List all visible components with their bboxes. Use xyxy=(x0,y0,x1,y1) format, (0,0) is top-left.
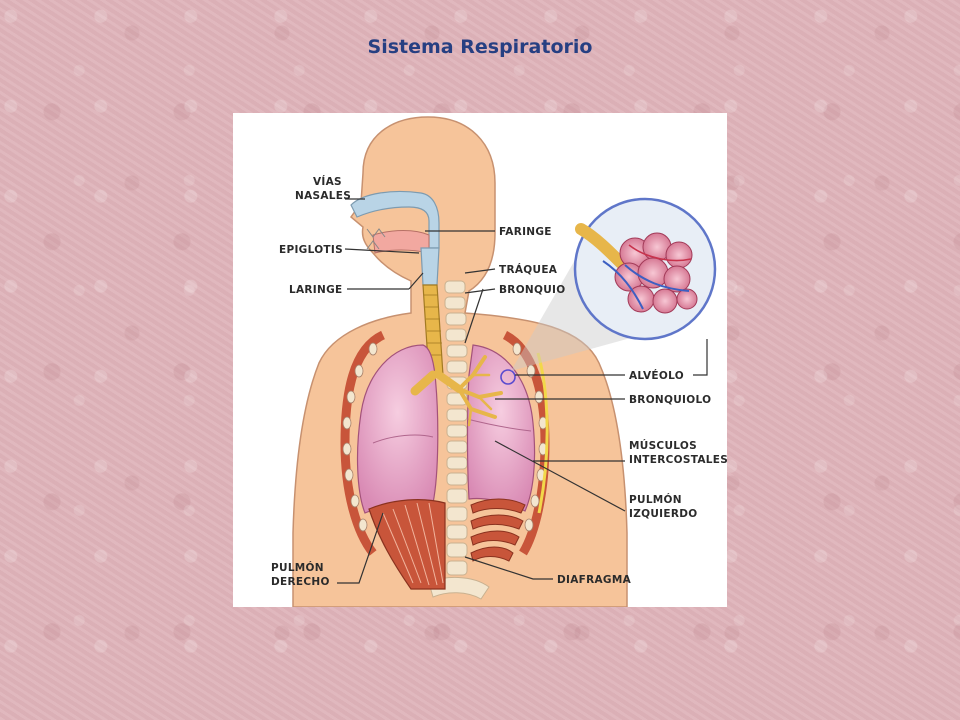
intercostal-muscles-right xyxy=(470,498,526,562)
label-bronquiolo: BRONQUIOLO xyxy=(629,394,711,406)
label-vias-nasales-line1: VÍAS xyxy=(313,175,342,188)
bronchiole-zoom xyxy=(575,223,627,269)
alveolus-marker xyxy=(500,369,516,385)
teeth xyxy=(366,228,386,250)
label-pulmon-derecho-line1: PULMÓN xyxy=(271,561,324,574)
label-vias-nasales-line2: NASALES xyxy=(295,190,351,202)
rib-cage-right xyxy=(502,330,550,556)
label-diafragma: DIAFRAGMA xyxy=(557,574,632,586)
diaphragm-fibers xyxy=(382,502,444,586)
label-pulmon-izquierdo-line1: PULMÓN xyxy=(629,493,682,506)
label-faringe: FARINGE xyxy=(499,226,552,238)
respiratory-diagram: VÍAS NASALES FARINGE EPIGLOTIS TRÁQUEA L… xyxy=(233,113,727,607)
page-title: Sistema Respiratorio xyxy=(367,36,593,58)
diaphragm-muscle-left xyxy=(368,499,446,590)
spine xyxy=(428,280,490,600)
leader-lines xyxy=(337,198,708,584)
right-lung-fissure xyxy=(372,434,434,444)
pleura-line xyxy=(536,352,549,514)
capillaries-blue xyxy=(602,260,690,310)
diagram-svg: VÍAS NASALES FARINGE EPIGLOTIS TRÁQUEA L… xyxy=(271,116,727,607)
alveoli-cluster xyxy=(614,232,698,314)
left-lung-fissure xyxy=(466,418,532,432)
label-musculos-intercostales-line1: MÚSCULOS xyxy=(629,439,697,452)
capillaries-red xyxy=(628,244,692,262)
label-bronquio: BRONQUIO xyxy=(499,284,566,296)
label-laringe: LARINGE xyxy=(289,284,343,296)
label-pulmon-izquierdo-line2: IZQUIERDO xyxy=(629,508,697,520)
rib-ends xyxy=(342,342,548,532)
left-lung-shape xyxy=(466,344,536,512)
bronchi xyxy=(410,355,503,427)
label-alveolo: ALVÉOLO xyxy=(629,369,684,382)
label-pulmon-derecho-line2: DERECHO xyxy=(271,576,330,588)
larynx-tube xyxy=(420,247,440,286)
label-musculos-intercostales-line2: INTERCOSTALES xyxy=(629,454,727,466)
label-epiglotis: EPIGLOTIS xyxy=(279,244,343,256)
label-traquea: TRÁQUEA xyxy=(499,263,558,276)
